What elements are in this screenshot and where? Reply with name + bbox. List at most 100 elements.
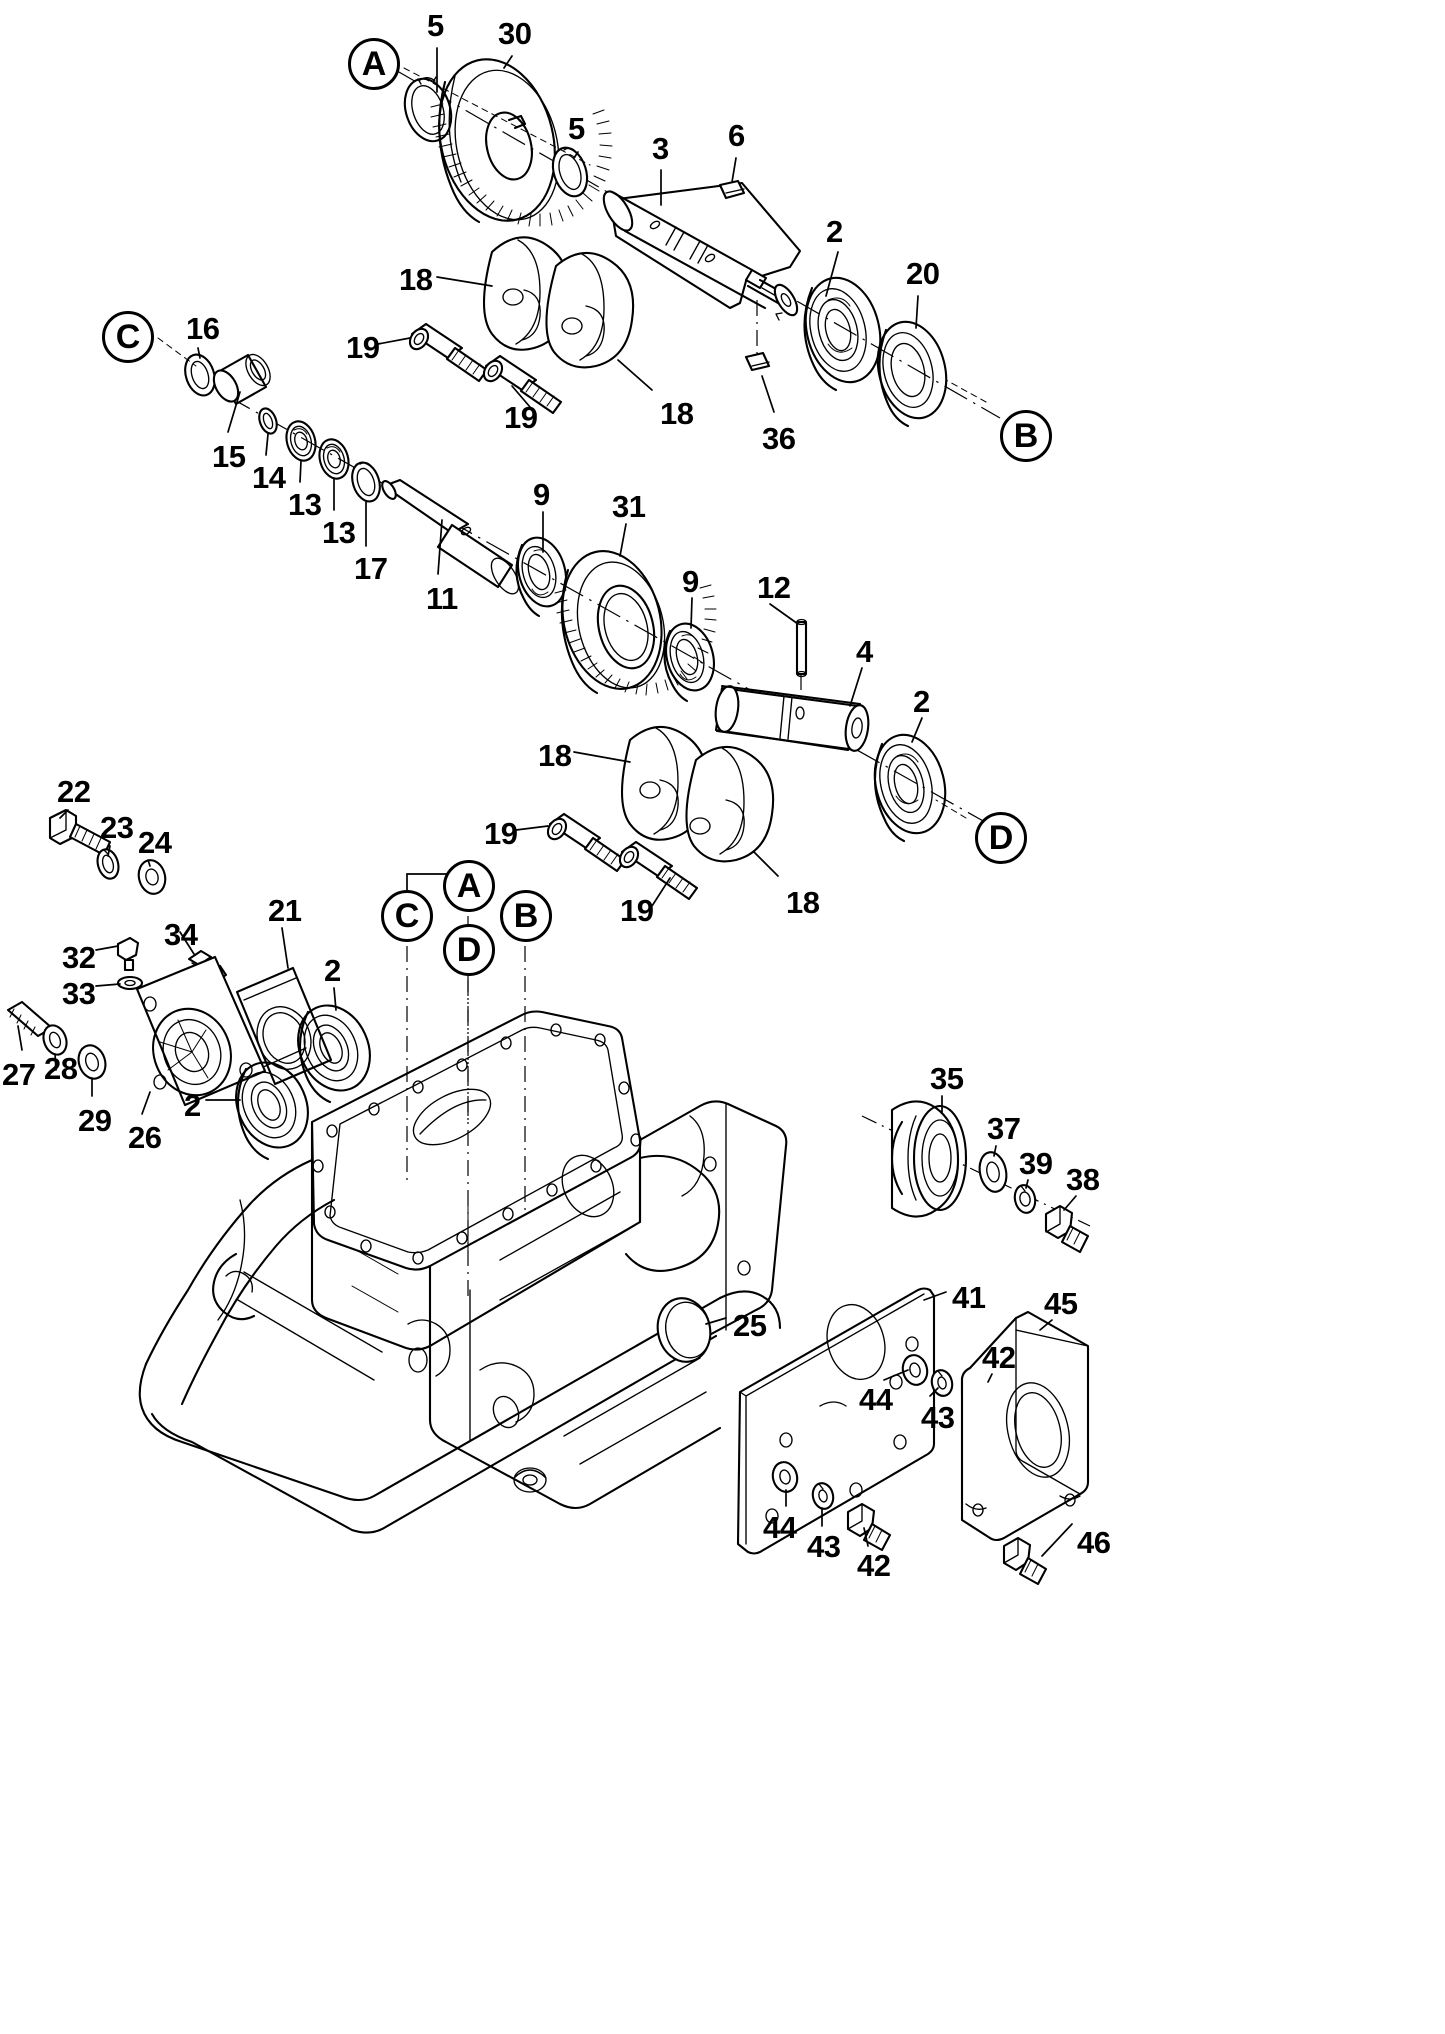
part-13-bearing-a: [285, 420, 317, 462]
part-label-3: 3: [652, 131, 669, 166]
part-label-41: 41: [952, 1280, 986, 1315]
part-label-46: 46: [1077, 1525, 1111, 1560]
part-label-18b: 18: [660, 396, 694, 431]
part-17-retaining-ring: [351, 461, 381, 503]
part-label-45: 45: [1044, 1286, 1078, 1321]
part-label-14: 14: [252, 460, 286, 495]
part-2-ball-bearing-top: [803, 276, 882, 392]
part-46-bolt: [1002, 1536, 1048, 1586]
part-11-shaft: [381, 478, 520, 595]
callout-d-bottom: D: [443, 924, 495, 976]
part-44-washer-upper: [901, 1354, 929, 1386]
part-label-27: 27: [2, 1057, 36, 1092]
part-label-33: 33: [62, 976, 96, 1011]
part-35-pulley: [890, 1100, 968, 1218]
part-19-cap-screw-upper-b: [482, 354, 563, 415]
part-2-ball-bearing-lower: [873, 733, 947, 843]
part-label-5b: 5: [568, 111, 585, 146]
part-24-flat-washer: [137, 859, 167, 895]
callout-a-top: A: [348, 38, 400, 90]
part-39-lock-washer: [1013, 1184, 1037, 1214]
part-label-19c: 19: [484, 816, 518, 851]
part-14-ring: [258, 407, 278, 435]
callout-a-bottom: A: [443, 860, 495, 912]
part-label-39: 39: [1019, 1146, 1053, 1181]
part-42-bolt-lower: [846, 1502, 892, 1552]
part-18-bearing-cap-upper-right: [545, 251, 635, 369]
part-label-26: 26: [128, 1120, 162, 1155]
part-label-2c: 2: [324, 953, 341, 988]
part-label-2b: 2: [913, 684, 930, 719]
part-label-17: 17: [354, 551, 388, 586]
part-38-bolt: [1044, 1204, 1090, 1254]
part-label-13a: 13: [288, 487, 322, 522]
part-label-21: 21: [268, 893, 302, 928]
part-label-30: 30: [498, 16, 532, 51]
part-label-44b: 44: [763, 1510, 797, 1545]
part-label-28: 28: [44, 1051, 78, 1086]
part-label-18d: 18: [786, 885, 820, 920]
part-12-dowel-pin: [795, 618, 808, 678]
part-36-key: [744, 351, 771, 372]
part-label-29: 29: [78, 1103, 112, 1138]
part-2-bearing-cluster-a: [297, 1004, 371, 1104]
part-label-37: 37: [987, 1111, 1021, 1146]
part-label-15: 15: [212, 439, 246, 474]
callout-b-bottom: B: [500, 890, 552, 942]
part-26-bearing-retainer: [135, 955, 267, 1107]
part-19-cap-screw-upper-a: [408, 322, 489, 383]
part-label-34: 34: [164, 917, 198, 952]
main-housing-casting: [138, 1010, 788, 1534]
part-label-36: 36: [762, 421, 796, 456]
part-label-16: 16: [186, 311, 220, 346]
part-label-9a: 9: [533, 477, 550, 512]
part-label-24: 24: [138, 825, 172, 860]
part-5-retaining-ring-right: [551, 146, 589, 198]
part-18-bearing-cap-lower-right: [685, 745, 775, 863]
part-2-bearing-cluster-b: [235, 1061, 309, 1161]
part-9-bearing-left: [515, 536, 568, 618]
part-19-cap-screw-lower-a: [546, 812, 627, 873]
part-label-42a: 42: [982, 1340, 1016, 1375]
part-15-bushing: [212, 353, 271, 406]
part-label-32: 32: [62, 940, 96, 975]
part-label-11: 11: [426, 581, 458, 616]
part-31-gear: [554, 550, 717, 696]
part-label-22: 22: [57, 774, 91, 809]
part-label-31: 31: [612, 489, 646, 524]
part-label-25: 25: [733, 1308, 767, 1343]
part-29-washer: [77, 1044, 107, 1080]
part-32-plug: [116, 936, 140, 972]
part-23-lock-washer: [96, 848, 120, 880]
part-label-4: 4: [856, 634, 873, 669]
part-label-19d: 19: [620, 893, 654, 928]
part-label-20: 20: [906, 256, 940, 291]
part-label-42b: 42: [857, 1548, 891, 1583]
part-25-cover-plug: [656, 1297, 712, 1363]
callout-b-top: B: [1000, 410, 1052, 462]
part-label-12: 12: [757, 570, 791, 605]
part-43-lock-washer-lower: [811, 1482, 835, 1510]
part-label-6: 6: [728, 118, 745, 153]
part-label-35: 35: [930, 1061, 964, 1096]
part-33-washer: [116, 975, 144, 991]
part-44-washer-lower: [771, 1461, 799, 1493]
part-label-2d: 2: [184, 1088, 201, 1123]
part-label-5: 5: [427, 8, 444, 43]
part-label-43a: 43: [921, 1400, 955, 1435]
part-label-9b: 9: [682, 564, 699, 599]
part-16-seal: [184, 353, 216, 397]
part-label-23: 23: [100, 810, 134, 845]
part-label-18c: 18: [538, 738, 572, 773]
callout-d-right: D: [975, 812, 1027, 864]
callout-c-left: C: [102, 311, 154, 363]
part-37-washer: [978, 1151, 1008, 1193]
part-20-oil-seal: [876, 320, 948, 428]
part-label-19a: 19: [346, 330, 380, 365]
part-45-side-cover: [960, 1310, 1090, 1542]
part-4-shaft: [714, 684, 870, 752]
part-13-bearing-b: [318, 438, 350, 480]
callout-c-bottom: C: [381, 890, 433, 942]
